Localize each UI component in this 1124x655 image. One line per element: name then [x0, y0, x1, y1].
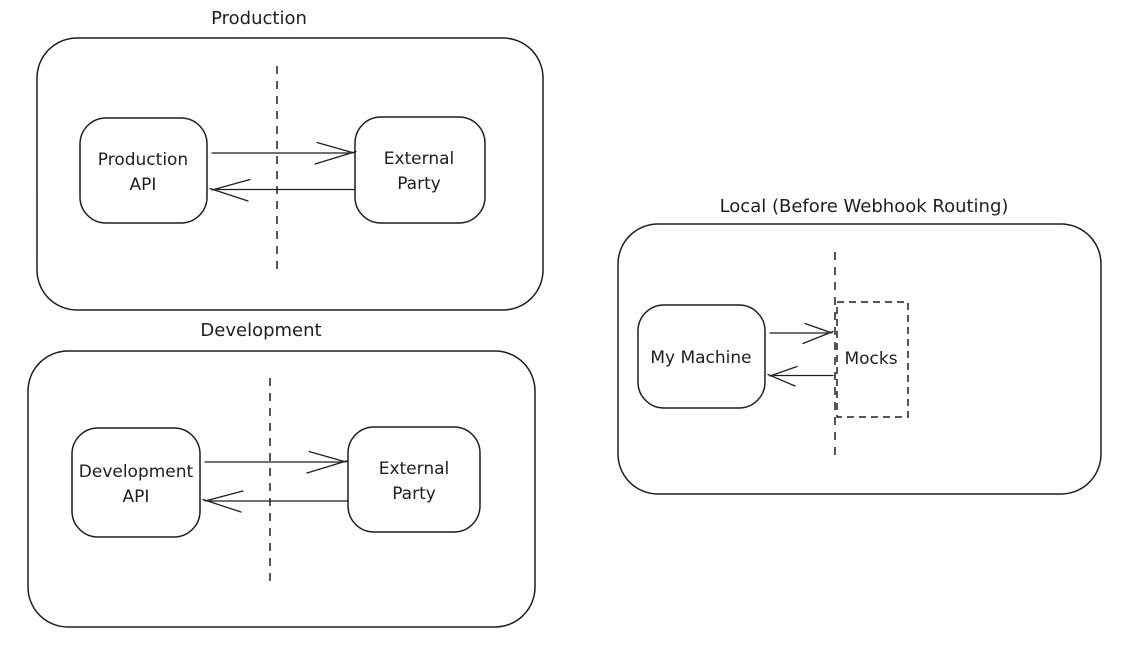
development-section-title: Development [200, 320, 321, 341]
local-response-arrow-left [767, 365, 834, 387]
local-section-title: Local (Before Webhook Routing) [720, 196, 1009, 217]
production-api-node-label-line2: API [130, 175, 157, 195]
local-environment-container [617, 223, 1102, 495]
production-external-party-label-line2: Party [397, 174, 441, 194]
development-response-arrow-left [202, 490, 349, 513]
my-machine-node [637, 304, 766, 409]
development-environment-container [27, 350, 536, 628]
production-api-node [79, 117, 208, 224]
my-machine-node-label: My Machine [650, 348, 751, 368]
production-external-party-label-line1: External [384, 149, 455, 169]
development-api-node-label-line1: Development [79, 462, 194, 482]
production-section-title: Production [211, 8, 307, 29]
production-api-node-label-line1: Production [98, 150, 188, 170]
local-request-arrow-right [769, 322, 834, 345]
production-external-party-node [354, 116, 486, 224]
production-environment-container [36, 37, 544, 311]
local-section: Local (Before Webhook Routing) My Machin… [617, 196, 1102, 495]
production-section: Production Production API External Party [36, 8, 544, 311]
development-api-node [71, 427, 201, 538]
production-request-arrow-right [211, 141, 357, 165]
development-section: Development Development API External Par… [27, 320, 536, 628]
mocks-node-label: Mocks [844, 349, 897, 369]
development-external-party-node [347, 426, 481, 533]
mocks-node-dashed [836, 301, 909, 418]
production-response-arrow-left [209, 178, 356, 202]
development-external-party-label-line2: Party [392, 484, 436, 504]
development-request-arrow-right [204, 450, 349, 474]
development-api-node-label-line2: API [123, 487, 150, 507]
development-external-party-label-line1: External [379, 459, 450, 479]
